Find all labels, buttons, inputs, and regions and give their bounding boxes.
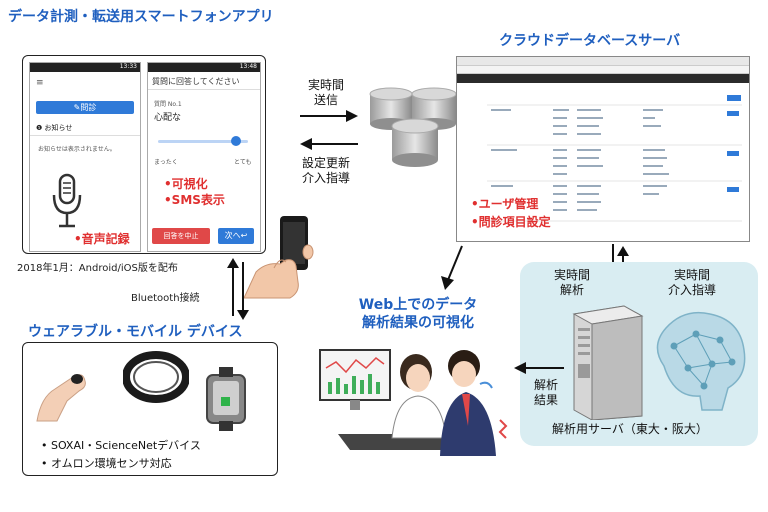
analysis-server-label: 解析用サーバ（東大・阪大） [552, 422, 708, 436]
config-update-label: 設定更新 介入指導 [294, 156, 358, 186]
notice-title: ❶ お知らせ [36, 124, 73, 132]
analysis-result-line1: 解析 [533, 378, 558, 392]
question-setting-caption: •問診項目設定 [471, 215, 551, 229]
status-time: 13:33 [119, 63, 137, 70]
admin-navbar [457, 74, 749, 83]
user-management-caption: •ユーザ管理 [471, 197, 539, 211]
analysis-to-web-arrow [514, 362, 564, 374]
question-number: 質問 No.1 [154, 101, 182, 108]
slider-max-label: とても [234, 159, 252, 166]
browser-addressbar [457, 66, 749, 74]
question-text: 心配な [154, 113, 182, 123]
notice-text: お知らせは表示されません。 [38, 146, 116, 153]
config-update-line2: 介入指導 [301, 171, 350, 185]
slider-min-label: まったく [154, 159, 178, 166]
brain-network-icon [656, 311, 746, 411]
browser-tabbar [457, 57, 749, 66]
divider [148, 89, 260, 90]
hand-holding-phone-icon [243, 216, 314, 299]
menu-icon[interactable]: ≡ [36, 78, 44, 88]
realtime-analysis-label: 実時間 解析 [544, 268, 600, 298]
question-header: 質問に回答してください [152, 77, 240, 86]
realtime-analysis-line2: 解析 [559, 283, 584, 297]
diary-button[interactable]: ✎問診 [36, 101, 134, 114]
realtime-guidance-label: 実時間 介入指導 [654, 268, 730, 298]
wearable-panel: • SOXAI・ScienceNetデバイス • オムロン環境センサ対応 [22, 342, 278, 476]
app-panel: 13:33 ≡ ✎問診 ❶ お知らせ お知らせは表示されません。 •音声記録 1… [22, 55, 266, 254]
web-title-line1: Web上でのデータ [358, 297, 478, 313]
admin-table [487, 95, 742, 222]
cancel-answer-button[interactable]: 回答を中止 [152, 228, 210, 244]
realtime-send-line1: 実時間 [307, 78, 344, 92]
phone-screen-home: 13:33 ≡ ✎問診 ❶ お知らせ お知らせは表示されません。 •音声記録 [29, 62, 141, 252]
realtime-analysis-line1: 実時間 [553, 268, 590, 282]
microphone-icon [52, 173, 82, 228]
analysis-result-line2: 結果 [533, 393, 558, 407]
config-update-line1: 設定更新 [301, 156, 350, 170]
sms-caption: •SMS表示 [164, 193, 225, 207]
release-note: 2018年1月：Android/iOS版を配布 [17, 263, 178, 274]
phone-screen-question: 13:48 質問に回答してください 質問 No.1 心配な まったく とても •… [147, 62, 261, 252]
wearable-bullet-soxai: • SOXAI・ScienceNetデバイス [41, 439, 201, 452]
wearable-section-title: ウェアラブル・モバイル デバイス [28, 324, 243, 340]
wearable-bullet-omron: • オムロン環境センサ対応 [41, 457, 172, 470]
app-section-title: データ計測・転送用スマートフォンアプリ [8, 9, 274, 25]
status-time: 13:48 [239, 63, 257, 70]
server-section-title: クラウドデータベースサーバ [499, 33, 681, 49]
analysis-result-label: 解析 結果 [528, 378, 564, 408]
realtime-send-label: 実時間 送信 [298, 78, 354, 108]
web-visualization-illustration [319, 349, 508, 456]
realtime-guidance-line2: 介入指導 [667, 283, 716, 297]
smart-ring-icon [123, 351, 189, 403]
status-bar: 13:33 [30, 63, 140, 72]
bluetooth-double-arrow [227, 258, 249, 320]
bluetooth-label: Bluetooth接続 [131, 293, 200, 304]
next-button[interactable]: 次へ↩ [218, 228, 254, 244]
visualize-caption: •可視化 [164, 177, 208, 191]
divider [30, 135, 140, 136]
answer-slider-track[interactable] [158, 140, 248, 143]
analysis-server-icon [572, 305, 644, 420]
config-arrow-left [300, 138, 358, 150]
hand-with-ring-icon [36, 374, 86, 422]
server-to-web-arrow [441, 245, 463, 290]
wearable-sensor-icon [206, 367, 246, 431]
database-icon [369, 87, 457, 167]
server-admin-screen: •ユーザ管理 •問診項目設定 [456, 56, 750, 242]
web-title-line2: 解析結果の可視化 [362, 315, 474, 331]
realtime-send-line2: 送信 [313, 93, 338, 107]
send-arrow-right [300, 110, 358, 122]
voice-record-caption: •音声記録 [74, 232, 130, 246]
answer-slider-handle[interactable] [231, 136, 241, 146]
web-section-title: Web上でのデータ 解析結果の可視化 [348, 296, 488, 332]
status-bar: 13:48 [148, 63, 260, 72]
realtime-guidance-line1: 実時間 [673, 268, 710, 282]
